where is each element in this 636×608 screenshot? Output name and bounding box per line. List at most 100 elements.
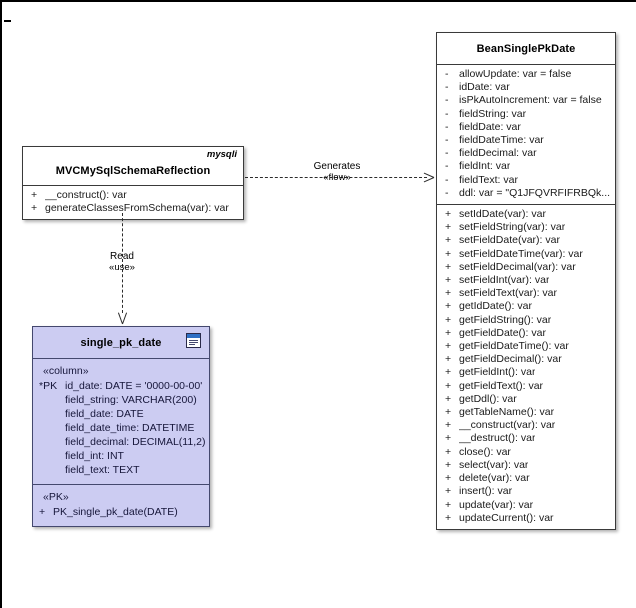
operation-row[interactable]: + update(var): var <box>437 499 615 512</box>
class-box-mvc-mysql-schema-reflection[interactable]: mysqli MVCMySqlSchemaReflection +__const… <box>22 146 244 221</box>
pk-constraint-row[interactable]: +PK_single_pk_date(DATE) <box>33 505 209 519</box>
column-definition: field_date_time: DATETIME <box>65 422 195 434</box>
member-signature: generateClassesFromSchema(var): var <box>45 202 229 215</box>
member-signature: getFieldInt(): var <box>459 366 536 379</box>
attribute-row[interactable]: -fieldDate: var <box>437 121 615 134</box>
visibility-marker: + <box>445 419 452 432</box>
divider <box>33 358 209 359</box>
visibility-marker: - <box>445 186 449 199</box>
column-key-marker: *PK <box>39 380 58 392</box>
operation-row[interactable]: +getFieldText(): var <box>437 380 615 393</box>
operation-row[interactable]: +getTableName(): var <box>437 406 615 419</box>
column-row[interactable]: field_text: TEXT <box>33 463 209 477</box>
visibility-marker: + <box>445 379 452 392</box>
member-signature: select(var): var <box>459 458 529 471</box>
operation-row[interactable]: +getDdl(): var <box>437 393 615 406</box>
attribute-row[interactable]: -fieldDecimal: var <box>437 147 615 160</box>
visibility-marker: + <box>445 234 452 247</box>
operation-row[interactable]: + setFieldText(var): var <box>437 287 615 300</box>
attribute-row[interactable]: -fieldText: var <box>437 174 615 187</box>
attribute-row[interactable]: -allowUpdate: var = false <box>437 68 615 81</box>
operation-row[interactable]: +getFieldDecimal(): var <box>437 353 615 366</box>
member-signature: ddl: var = "Q1JFQVRFIFRBQk... <box>459 186 611 199</box>
member-signature: getDdl(): var <box>459 392 517 405</box>
connector-read[interactable] <box>122 213 123 313</box>
attribute-row[interactable]: -ddl: var = "Q1JFQVRFIFRBQk... <box>437 187 615 200</box>
member-signature: idDate: var <box>459 81 510 94</box>
visibility-marker: - <box>445 147 449 160</box>
member-signature: getFieldDate(): var <box>459 326 546 339</box>
attribute-row[interactable]: -fieldInt: var <box>437 160 615 173</box>
operation-row[interactable]: +select(var): var <box>437 459 615 472</box>
visibility-marker: - <box>445 68 449 80</box>
divider <box>23 185 243 186</box>
member-signature: update(var): var <box>459 498 534 511</box>
operation-row[interactable]: +setFieldDate(var): var <box>437 234 615 247</box>
connector-generates[interactable] <box>245 177 427 178</box>
operation-row[interactable]: +delete(var): var <box>437 472 615 485</box>
visibility-marker: + <box>445 313 452 326</box>
member-signature: setFieldText(var): var <box>459 287 558 300</box>
operation-row[interactable]: +getFieldInt(): var <box>437 366 615 379</box>
attribute-row[interactable]: -fieldDateTime: var <box>437 134 615 147</box>
class-header: mysqli MVCMySqlSchemaReflection <box>23 147 243 185</box>
class-box-bean-single-pk-date[interactable]: BeanSinglePkDate -allowUpdate: var = fal… <box>436 32 616 530</box>
operation-row[interactable]: +setFieldDateTime(var): var <box>437 248 615 261</box>
member-signature: __destruct(): var <box>459 432 536 445</box>
visibility-marker: + <box>445 340 452 353</box>
operation-row[interactable]: + setIdDate(var): var <box>437 208 615 221</box>
attribute-row[interactable]: -fieldString: var <box>437 108 615 121</box>
visibility-marker: - <box>445 120 449 133</box>
entity-header: single_pk_date <box>33 327 209 358</box>
member-signature: allowUpdate: var = false <box>459 68 572 80</box>
column-row[interactable]: field_int: INT <box>33 449 209 463</box>
operation-row[interactable]: +__construct(var): var <box>437 419 615 432</box>
operation-row[interactable]: +getFieldDateTime(): var <box>437 340 615 353</box>
operation-row[interactable]: +setFieldDecimal(var): var <box>437 261 615 274</box>
attribute-row[interactable]: -idDate: var <box>437 81 615 94</box>
visibility-marker: - <box>445 107 449 120</box>
operation-row[interactable]: + __destruct(): var <box>437 432 615 445</box>
attribute-row[interactable]: -isPkAutoIncrement: var = false <box>437 94 615 107</box>
column-row[interactable]: field_decimal: DECIMAL(11,2) <box>33 435 209 449</box>
operation-row[interactable]: +close(): var <box>437 446 615 459</box>
operation-row[interactable]: +setFieldString(var): var <box>437 221 615 234</box>
connector-stereotype-read: «use» <box>109 262 135 273</box>
column-row[interactable]: field_date: DATE <box>33 407 209 421</box>
operation-row[interactable]: +insert(): var <box>437 485 615 498</box>
visibility-marker: + <box>445 406 452 419</box>
column-definition: field_int: INT <box>65 450 124 462</box>
member-signature: getFieldString(): var <box>459 313 552 326</box>
visibility-marker: + <box>445 353 452 366</box>
operation-row[interactable]: +getFieldDate(): var <box>437 327 615 340</box>
pk-stereotype: «PK» <box>43 491 69 503</box>
operation-row[interactable]: +updateCurrent(): var <box>437 512 615 525</box>
visibility-marker: - <box>445 134 449 147</box>
visibility-marker: + <box>445 472 452 485</box>
operation-row[interactable]: +generateClassesFromSchema(var): var <box>23 202 243 215</box>
visibility-marker: + <box>445 260 452 273</box>
attributes-section: -allowUpdate: var = false-idDate: var-is… <box>437 65 615 204</box>
visibility-marker: + <box>445 221 452 234</box>
member-signature: setIdDate(var): var <box>459 208 546 221</box>
operation-row[interactable]: + getFieldString(): var <box>437 314 615 327</box>
visibility-marker: + <box>445 498 452 511</box>
visibility-marker: + <box>445 208 452 221</box>
column-key-marker <box>39 421 65 435</box>
column-stereotype: «column» <box>43 365 89 377</box>
column-row[interactable]: field_date_time: DATETIME <box>33 421 209 435</box>
visibility-marker: + <box>31 189 38 201</box>
column-row[interactable]: field_string: VARCHAR(200) <box>33 393 209 407</box>
member-signature: fieldString: var <box>459 107 527 120</box>
visibility-marker: + <box>445 287 452 300</box>
member-signature: fieldDate: var <box>459 120 521 133</box>
operation-row[interactable]: +getIdDate(): var <box>437 300 615 313</box>
operation-row[interactable]: +__construct(): var <box>23 189 243 202</box>
operation-row[interactable]: +setFieldInt(var): var <box>437 274 615 287</box>
visibility-marker: + <box>445 432 452 445</box>
visibility-marker: + <box>445 511 452 524</box>
pk-section: «PK» +PK_single_pk_date(DATE) <box>33 485 209 526</box>
